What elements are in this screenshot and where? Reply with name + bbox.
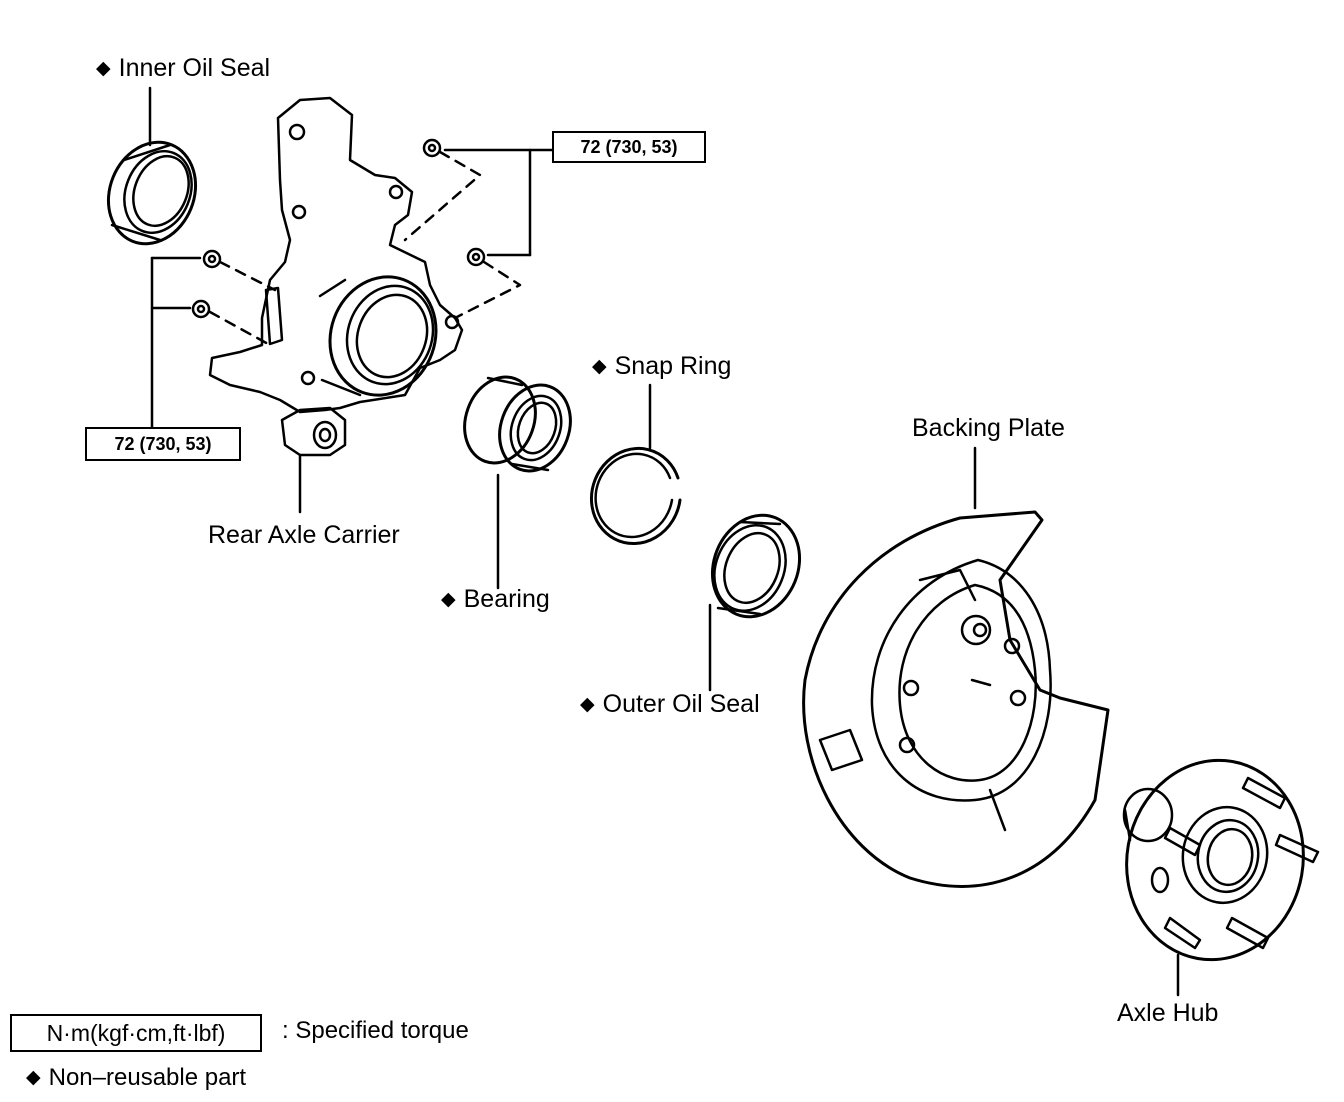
legend-torque-unit-box: N·m(kgf·cm,ft·lbf) — [10, 1014, 262, 1052]
label-text: Bearing — [463, 585, 550, 613]
rear-axle-carrier-part — [208, 96, 464, 514]
label-text: Inner Oil Seal — [118, 54, 271, 82]
label-backing-plate: Backing Plate — [912, 416, 1065, 441]
label-inner-oil-seal: ◆ Inner Oil Seal — [96, 56, 270, 81]
legend-non-reusable-text: Non–reusable part — [48, 1064, 247, 1091]
torque-box-left: 72 (730, 53) — [85, 427, 241, 461]
torque-box-top-right: 72 (730, 53) — [552, 131, 706, 163]
bearing-part — [463, 375, 572, 590]
label-outer-oil-seal: ◆ Outer Oil Seal — [580, 692, 760, 717]
bolt-left-1 — [202, 249, 222, 269]
legend-non-reusable: ◆ Non–reusable part — [26, 1066, 246, 1090]
bolts — [191, 138, 486, 319]
label-text: Outer Oil Seal — [602, 690, 760, 718]
label-axle-hub: Axle Hub — [1117, 1001, 1218, 1026]
legend-torque-desc: : Specified torque — [282, 1017, 469, 1044]
label-rear-axle-carrier: Rear Axle Carrier — [208, 523, 400, 548]
hub-studs — [1163, 776, 1320, 950]
non-reusable-marker: ◆ — [26, 1067, 41, 1088]
non-reusable-marker: ◆ — [441, 589, 456, 610]
torque-leaders — [150, 148, 555, 430]
bolt-top-right-1 — [422, 138, 442, 158]
non-reusable-marker: ◆ — [592, 356, 607, 377]
outer-oil-seal-part — [708, 513, 802, 692]
label-text: Axle Hub — [1117, 999, 1219, 1027]
non-reusable-marker: ◆ — [96, 58, 111, 79]
label-text: Backing Plate — [912, 414, 1065, 442]
non-reusable-marker: ◆ — [580, 694, 595, 715]
bolt-top-right-2 — [466, 247, 486, 267]
bolt-left-2 — [191, 299, 211, 319]
backing-plate-part — [802, 446, 1110, 888]
inner-oil-seal-part — [106, 86, 198, 246]
snap-ring-part — [589, 383, 682, 545]
label-bearing: ◆ Bearing — [441, 587, 550, 612]
axle-hub-part — [1122, 758, 1320, 997]
label-snap-ring: ◆ Snap Ring — [592, 354, 731, 379]
label-text: Snap Ring — [614, 352, 732, 380]
label-text: Rear Axle Carrier — [208, 521, 400, 549]
